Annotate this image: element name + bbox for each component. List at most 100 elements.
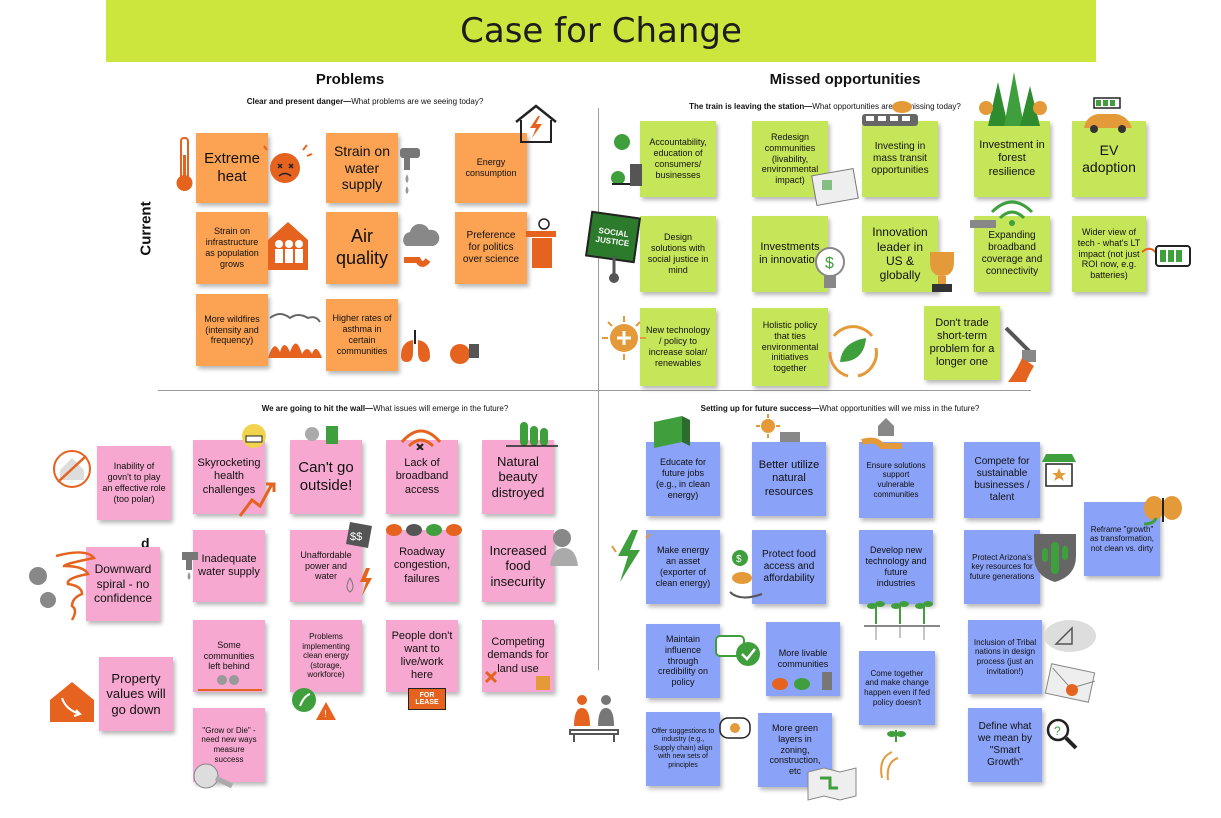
row-label-current: Current: [137, 201, 155, 256]
sticky-note[interactable]: Make energy an asset (exporter of clean …: [646, 530, 720, 604]
wifi-icon: [990, 200, 1034, 226]
cactus-icon: [506, 422, 558, 447]
sticky-note[interactable]: Strain on infrastructure as population g…: [196, 212, 268, 284]
sticky-note[interactable]: Offer suggestions to industry (e.g., Sup…: [646, 712, 720, 786]
sticky-note[interactable]: Inability of govn't to play an effective…: [97, 446, 171, 520]
sticky-note[interactable]: People don't want to live/work here: [386, 620, 458, 692]
people-icon: [198, 675, 262, 691]
people-icon: [611, 134, 642, 186]
sticky-note[interactable]: New technology / policy to increase sola…: [640, 308, 716, 386]
battery-icon: [1141, 245, 1191, 267]
map-icon: [807, 767, 857, 801]
bulldozer-icon: [1004, 326, 1036, 382]
sticky-note[interactable]: Innovation leader in US & globally: [862, 216, 938, 292]
tornado-icon: [55, 551, 97, 621]
vertical-divider: [598, 108, 599, 670]
house-down-icon: [50, 682, 94, 722]
sticky-note[interactable]: Educate for future jobs (e.g., in clean …: [646, 442, 720, 516]
sticky-note[interactable]: Investing in mass transit opportunities: [862, 121, 938, 197]
sticky-note[interactable]: Roadway congestion, failures: [386, 530, 458, 602]
sad-sun-icon: [29, 567, 56, 608]
blueprint-icon: [811, 168, 859, 206]
magnifier-icon: ?: [1046, 718, 1078, 750]
title-banner: Case for Change: [106, 0, 1096, 62]
sticky-note[interactable]: Don't trade short-term problem for a lon…: [924, 306, 1000, 380]
sticky-note[interactable]: Accountability, education of consumers/ …: [640, 121, 716, 197]
sticky-note[interactable]: More green layers in zoning, constructio…: [758, 713, 832, 787]
ruler-icon: [1044, 620, 1096, 652]
svg-text:$: $: [736, 554, 742, 565]
sticky-note[interactable]: "Grow or Die" - need new ways measure su…: [193, 708, 265, 782]
sticky-note[interactable]: Come together and make change happen eve…: [859, 651, 935, 725]
train-icon: [892, 101, 912, 113]
sticky-note[interactable]: Better utilize natural resources: [752, 442, 826, 516]
sprouts-icon: [864, 601, 940, 640]
sticky-note[interactable]: Property values will go down: [99, 657, 173, 731]
sticky-note[interactable]: Can't go outside!: [290, 440, 362, 514]
vehicles-icon: [772, 672, 832, 690]
sticky-note[interactable]: Compete for sustainable businesses / tal…: [964, 442, 1040, 518]
faucet-icon: [182, 552, 198, 580]
butterfly-icon: [1143, 496, 1182, 526]
wifi-icon: [970, 220, 996, 228]
svg-text:!: !: [324, 709, 327, 720]
no-house-icon: [53, 450, 91, 488]
sticky-note[interactable]: Extreme heat: [196, 133, 268, 203]
people-house-icon: [268, 222, 308, 270]
problems-current-subhead: Clear and present danger—What problems a…: [246, 97, 484, 106]
lightbulb-icon: $: [815, 247, 845, 288]
cactus-shield-icon: [1034, 534, 1076, 582]
sticky-note[interactable]: Preference for politics over science: [455, 212, 527, 284]
sticky-note[interactable]: Energy consumption: [455, 133, 527, 203]
sticky-note[interactable]: Develop new technology and future indust…: [859, 530, 933, 604]
sticky-note[interactable]: Redesign communities (livability, enviro…: [752, 121, 828, 197]
money-food-icon: $: [729, 550, 763, 599]
sticky-note[interactable]: Define what we mean by "Smart Growth": [968, 708, 1042, 782]
sticky-note[interactable]: Strain on water supply: [326, 133, 398, 203]
sticky-note[interactable]: Air quality: [326, 212, 398, 284]
sticky-note[interactable]: Design solutions with social justice in …: [640, 216, 716, 292]
people-icon: [450, 344, 479, 364]
roadway-icon: [386, 524, 462, 536]
sticky-note[interactable]: Investment in forest resilience: [974, 121, 1050, 197]
sticky-note[interactable]: Increased food insecurity: [482, 530, 554, 602]
sticky-note[interactable]: Inclusion of Tribal nations in design pr…: [968, 620, 1042, 694]
person-icon: [305, 426, 338, 444]
sticky-note[interactable]: Wider view of tech - what's LT impact (n…: [1072, 216, 1146, 292]
for-lease-sign-icon: FOR LEASE: [408, 688, 446, 710]
leaf-warning-icon: !: [292, 688, 336, 720]
sticky-note[interactable]: Investments in innovation: [752, 216, 828, 292]
sticky-note[interactable]: Problems implementing clean energy (stor…: [290, 620, 362, 692]
sad-sun-icon: [263, 144, 313, 183]
cloud-icon: [403, 223, 440, 267]
missed-opportunities-heading: Missed opportunities: [769, 71, 921, 88]
sticky-note[interactable]: Higher rates of asthma in certain commun…: [326, 299, 398, 371]
sticky-note[interactable]: Lack of broadband access: [386, 440, 458, 514]
sticky-note[interactable]: EV adoption: [1072, 121, 1146, 197]
sticky-note[interactable]: Natural beauty distroyed: [482, 440, 554, 514]
wifi-off-icon: [400, 429, 442, 450]
sticky-note[interactable]: Protect Arizona's key resources for futu…: [964, 530, 1040, 604]
page-title: Case for Change: [460, 11, 742, 51]
sticky-note[interactable]: Protect food access and affordability: [752, 530, 826, 604]
idea-icon: [719, 717, 751, 739]
sticky-note[interactable]: Maintain influence through credibility o…: [646, 624, 720, 698]
recycle-leaf-icon: [828, 325, 878, 378]
horizontal-divider: [158, 390, 1031, 391]
no-building-icon: [484, 670, 550, 690]
podium-people-icon: [569, 695, 619, 742]
hands-plant-icon: [880, 730, 906, 781]
sticky-note[interactable]: Ensure solutions support vulnerable comm…: [859, 442, 933, 518]
trophy-icon: [930, 252, 954, 292]
hand-house-icon: [861, 418, 902, 449]
tape-measure-icon: [193, 763, 234, 789]
sticky-note[interactable]: Holistic policy that ties environmental …: [752, 308, 828, 386]
missed-future-subhead: Setting up for future success—What oppor…: [700, 404, 980, 413]
sticky-note[interactable]: More wildfires (intensity and frequency): [196, 294, 268, 366]
sticky-note[interactable]: Downward spiral - no confidence: [86, 547, 160, 621]
svg-text:$$: $$: [350, 531, 362, 543]
sticky-note[interactable]: Expanding broadband coverage and connect…: [974, 216, 1050, 292]
person-icon: [609, 256, 619, 283]
plug-lightning-icon: [611, 530, 651, 582]
sticky-note[interactable]: Inadequate water supply: [193, 530, 265, 602]
